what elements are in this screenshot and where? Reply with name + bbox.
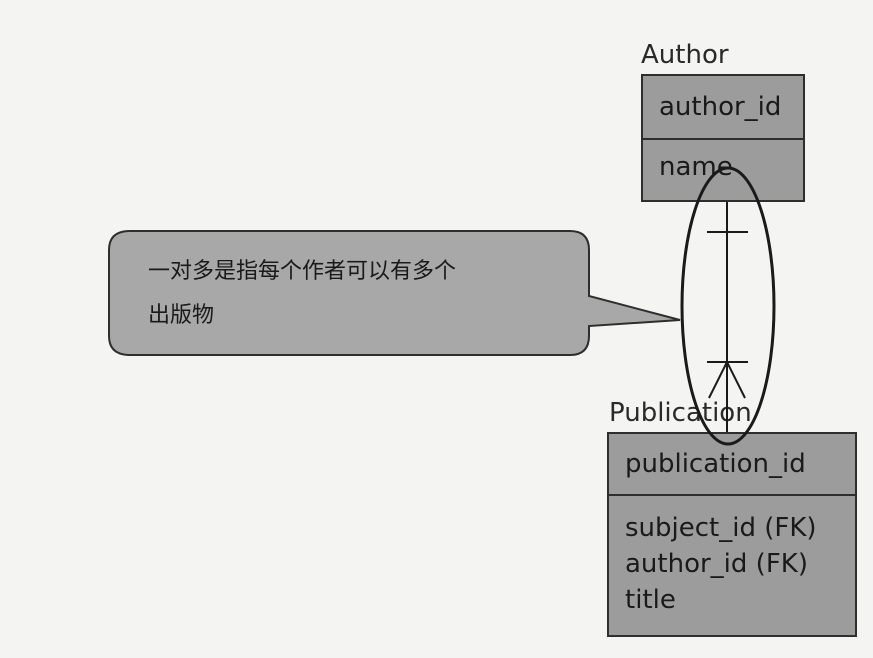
publication-attributes: subject_id (FK) author_id (FK) title [609,496,855,618]
author-primary-key: author_id [643,76,803,140]
callout-bubble [108,230,681,356]
crows-foot-left [708,361,728,399]
callout-line-1: 一对多是指每个作者可以有多个 [148,259,457,284]
author-entity-box[interactable]: author_id name [641,74,805,202]
publication-entity-box[interactable]: publication_id subject_id (FK) author_id… [607,432,857,637]
publication-attribute-subject-id: subject_id (FK) [625,513,817,543]
author-entity-title: Author [641,40,729,70]
relationship-highlight-ellipse [680,166,776,446]
publication-attribute-author-id: author_id (FK) [625,549,808,579]
author-attributes: name [643,140,803,182]
author-attribute-name: name [659,152,733,182]
crows-foot-right [726,361,746,399]
publication-primary-key: publication_id [609,434,855,496]
publication-attribute-title: title [625,585,676,615]
callout-text: 一对多是指每个作者可以有多个 出版物 [148,250,578,338]
callout-line-2: 出版物 [148,303,215,328]
